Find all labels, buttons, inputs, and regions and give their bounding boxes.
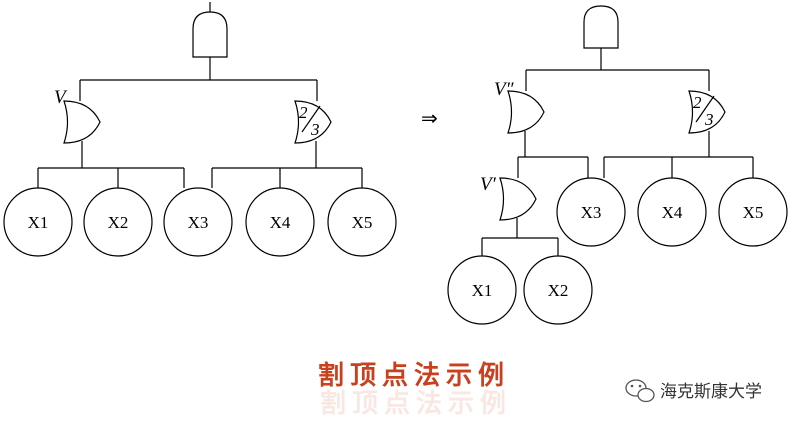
left-event-x3: X3 <box>163 187 233 257</box>
left-event-x2: X2 <box>83 187 153 257</box>
watermark-text: 海克斯康大学 <box>660 382 762 402</box>
event-label: X1 <box>472 281 493 300</box>
caption: 割顶点法示例 <box>318 360 510 391</box>
right-event-x2: X2 <box>523 255 593 325</box>
watermark: 海克斯康大学 <box>625 379 762 403</box>
right-sub-or-gate-icon <box>499 177 537 221</box>
wechat-icon <box>625 379 655 403</box>
right-and-gate-icon <box>583 5 619 49</box>
right-vote-gate-icon <box>688 90 726 134</box>
right-or-gate-label: V″ <box>494 79 515 100</box>
event-label: X3 <box>188 213 209 232</box>
event-label: X1 <box>28 213 49 232</box>
left-vote-n: 3 <box>310 120 320 139</box>
event-label: X3 <box>581 203 602 222</box>
right-vote-n: 3 <box>704 110 714 129</box>
left-vote-k: 2 <box>299 103 308 122</box>
right-vote-k: 2 <box>693 93 702 112</box>
left-and-gate-icon <box>192 11 228 58</box>
right-event-x5: X5 <box>718 177 788 247</box>
left-event-x4: X4 <box>245 187 315 257</box>
right-or-gate-icon <box>507 90 545 134</box>
right-tree: V″ 2 3 V′ X3 X4 X5 <box>447 5 788 325</box>
right-event-x4: X4 <box>637 177 707 247</box>
right-sub-or-gate-label: V′ <box>480 174 497 195</box>
right-event-x3: X3 <box>556 177 626 247</box>
event-label: X2 <box>548 281 569 300</box>
left-event-x1: X1 <box>3 187 73 257</box>
caption-reflection: 割顶点法示例 <box>320 388 512 419</box>
transform-arrow: ⇒ <box>421 106 438 130</box>
event-label: X4 <box>270 213 291 232</box>
left-vote-gate-icon <box>294 100 332 144</box>
right-event-x1: X1 <box>447 255 517 325</box>
event-label: X5 <box>743 203 764 222</box>
left-or-gate-icon <box>63 100 101 144</box>
left-tree: V 2 3 X1 X2 X3 X4 <box>3 2 397 257</box>
event-label: X2 <box>108 213 129 232</box>
left-or-gate-label: V <box>54 87 68 108</box>
event-label: X5 <box>352 213 373 232</box>
event-label: X4 <box>662 203 683 222</box>
left-event-x5: X5 <box>327 187 397 257</box>
